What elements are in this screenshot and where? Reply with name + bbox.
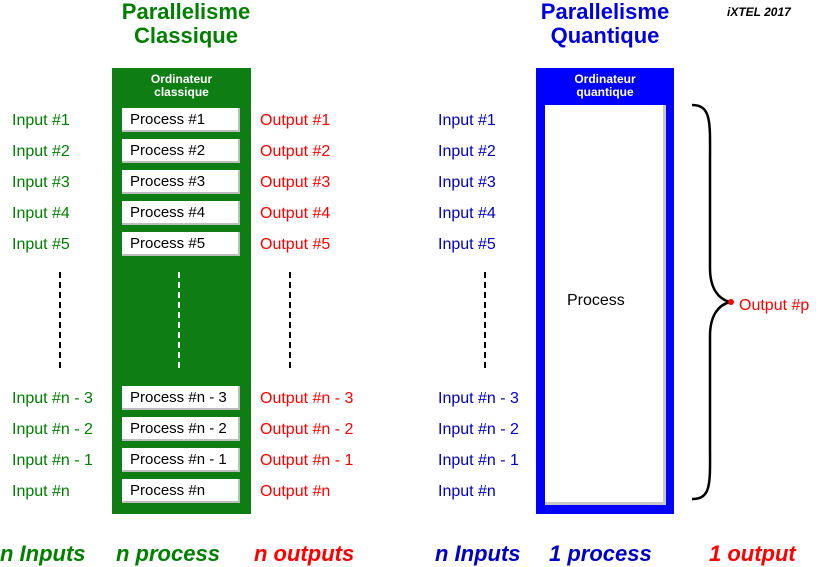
quantum-process-label: Process [567,292,625,309]
quantum-title-line2: Quantique [550,23,660,48]
quantum-input: Input #n - 1 [438,452,519,469]
quantum-input: Input #2 [438,143,496,160]
classical-input: Input #n - 1 [12,452,93,469]
footer-quantum-output: 1 output [709,541,796,566]
classical-output: Output #4 [260,205,331,222]
classical-output: Output #n [260,483,331,500]
classical-output: Output #3 [260,174,331,191]
ellipsis-dashes [178,272,180,368]
quantum-box-label-line2: quantique [576,85,634,99]
process-box: Process #n - 2 [122,417,240,441]
classical-input: Input #n - 2 [12,421,93,438]
classical-input: Input #5 [12,236,70,253]
quantum-process-box: Process [545,105,666,505]
process-box: Process #4 [122,201,240,225]
quantum-title-line1: Parallelisme [540,0,670,24]
brand-label: iXTEL 2017 [727,5,791,19]
classical-box-label-line2: classique [154,85,209,99]
footer-classical-inputs: n Inputs [0,541,86,566]
ellipsis-dashes [289,272,291,368]
process-box: Process #n - 3 [122,386,240,410]
quantum-input: Input #3 [438,174,496,191]
quantum-output: Output #p [739,297,810,314]
classical-input: Input #n - 3 [12,390,93,407]
classical-output: Output #1 [260,112,331,129]
footer-quantum-process: 1 process [549,541,652,566]
classical-output: Output #n - 2 [260,421,354,438]
footer-quantum-inputs: n Inputs [435,541,521,566]
classical-box-label-line1: Ordinateur [150,72,213,86]
quantum-input: Input #n [438,483,496,500]
classical-title-line2: Classique [134,23,238,48]
classical-output: Output #2 [260,143,331,160]
quantum-input: Input #n - 2 [438,421,519,438]
process-box: Process #n [122,479,240,503]
classical-output: Output #n - 3 [260,390,354,407]
process-box: Process #n - 1 [122,448,240,472]
quantum-computer-box: Ordinateur quantique Process [536,68,674,514]
quantum-title: Parallelisme Quantique [495,0,715,48]
classical-output: Output #n - 1 [260,452,354,469]
process-box: Process #2 [122,139,240,163]
process-box: Process #1 [122,108,240,132]
classical-input: Input #n [12,483,70,500]
ellipsis-dashes [59,272,61,368]
footer-classical-outputs: n outputs [254,541,355,566]
classical-input: Input #1 [12,112,70,129]
quantum-input: Input #n - 3 [438,390,519,407]
quantum-input: Input #4 [438,205,496,222]
classical-title-line1: Parallelisme [121,0,251,24]
curly-brace-icon [691,103,734,501]
classical-title: Parallelisme Classique [76,0,296,48]
classical-input: Input #4 [12,205,70,222]
classical-input: Input #2 [12,143,70,160]
ellipsis-dashes [484,272,486,368]
footer-classical-process: n process [116,541,220,566]
process-box: Process #3 [122,170,240,194]
quantum-box-label-line1: Ordinateur [574,72,636,86]
classical-input: Input #3 [12,174,70,191]
classical-output: Output #5 [260,236,331,253]
quantum-input: Input #5 [438,236,496,253]
quantum-box-label: Ordinateur quantique [536,73,674,99]
classical-box-label: Ordinateur classique [112,73,251,99]
quantum-input: Input #1 [438,112,496,129]
classical-computer-box: Ordinateur classique Process #1 Process … [112,68,251,514]
process-box: Process #5 [122,232,240,256]
